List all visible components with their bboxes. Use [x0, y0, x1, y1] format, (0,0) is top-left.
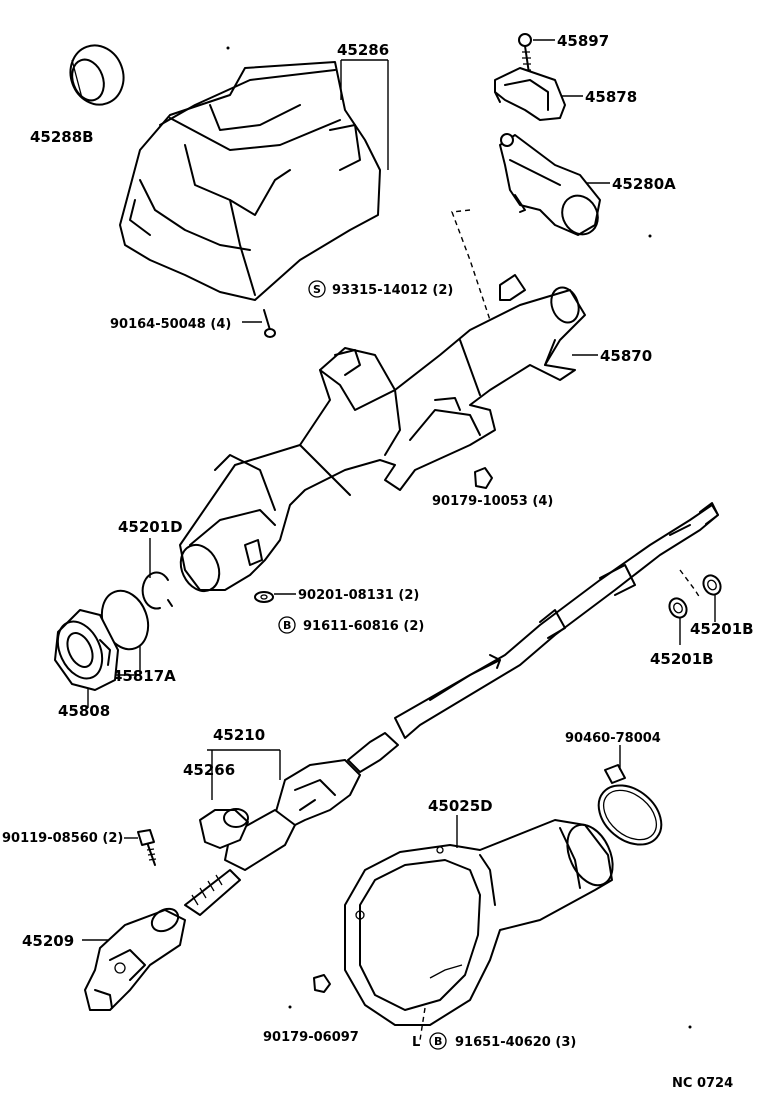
part-45288b-ring [69, 44, 125, 106]
part-45266-bushing [199, 808, 249, 849]
catalog-code: NC 0724 [672, 1076, 733, 1091]
s-circle-icon [308, 280, 326, 298]
label-90460: 90460-78004 [565, 731, 661, 746]
label-45286: 45286 [337, 41, 389, 59]
label-93315: 93315-14012 (2) [332, 283, 453, 298]
part-45280a-ignition-switch [499, 133, 601, 236]
part-45025d-boot [344, 819, 614, 1026]
part-45201b-ring-a [702, 574, 722, 596]
letter-b-2: B [434, 1035, 442, 1048]
label-90164: 90164-50048 (4) [110, 317, 231, 332]
label-90119: 90119-08560 (2) [2, 831, 123, 846]
part-45286-column-cover [119, 61, 381, 301]
letter-b-1: B [283, 619, 291, 632]
part-90179-10053-nut [474, 467, 493, 489]
b-circle-icon [429, 1032, 447, 1050]
label-45897: 45897 [557, 32, 609, 50]
label-45878: 45878 [585, 88, 637, 106]
letter-s: S [313, 283, 321, 296]
label-45210: 45210 [213, 726, 265, 744]
label-45209: 45209 [22, 932, 74, 950]
part-45870-column-tube [179, 274, 586, 593]
label-90201: 90201-08131 (2) [298, 588, 419, 603]
label-90179-10053: 90179-10053 (4) [432, 494, 553, 509]
part-45201b-ring-b [668, 597, 688, 619]
label-45201b-b: 45201B [650, 650, 714, 668]
part-intermediate-shaft [184, 732, 399, 916]
label-91611: 91611-60816 (2) [303, 619, 424, 634]
label-45280a: 45280A [612, 175, 676, 193]
label-91651: 91651-40620 (3) [455, 1035, 576, 1050]
label-90179-06097: 90179-06097 [263, 1030, 359, 1045]
part-90201-washer [254, 591, 274, 603]
label-45870: 45870 [600, 347, 652, 365]
part-main-shaft [394, 502, 719, 739]
part-45209-universal-joint [84, 907, 186, 1011]
part-45201d-snap-ring [141, 571, 173, 610]
b-circle-icon [278, 616, 296, 634]
label-45288b: 45288B [30, 128, 94, 146]
part-45878-clamp [494, 67, 566, 121]
part-90179-06097-nut [313, 974, 331, 993]
part-90119-bolt [137, 829, 157, 866]
label-45808: 45808 [58, 702, 110, 720]
part-45808-bearing [54, 609, 119, 691]
label-45201b-a: 45201B [690, 620, 754, 638]
label-45025d: 45025D [428, 797, 493, 815]
dash-l-marker: L [412, 1035, 420, 1050]
label-45266: 45266 [183, 761, 235, 779]
label-45817a: 45817A [112, 667, 176, 685]
part-90164-bolt [263, 309, 276, 338]
label-45201d: 45201D [118, 518, 183, 536]
